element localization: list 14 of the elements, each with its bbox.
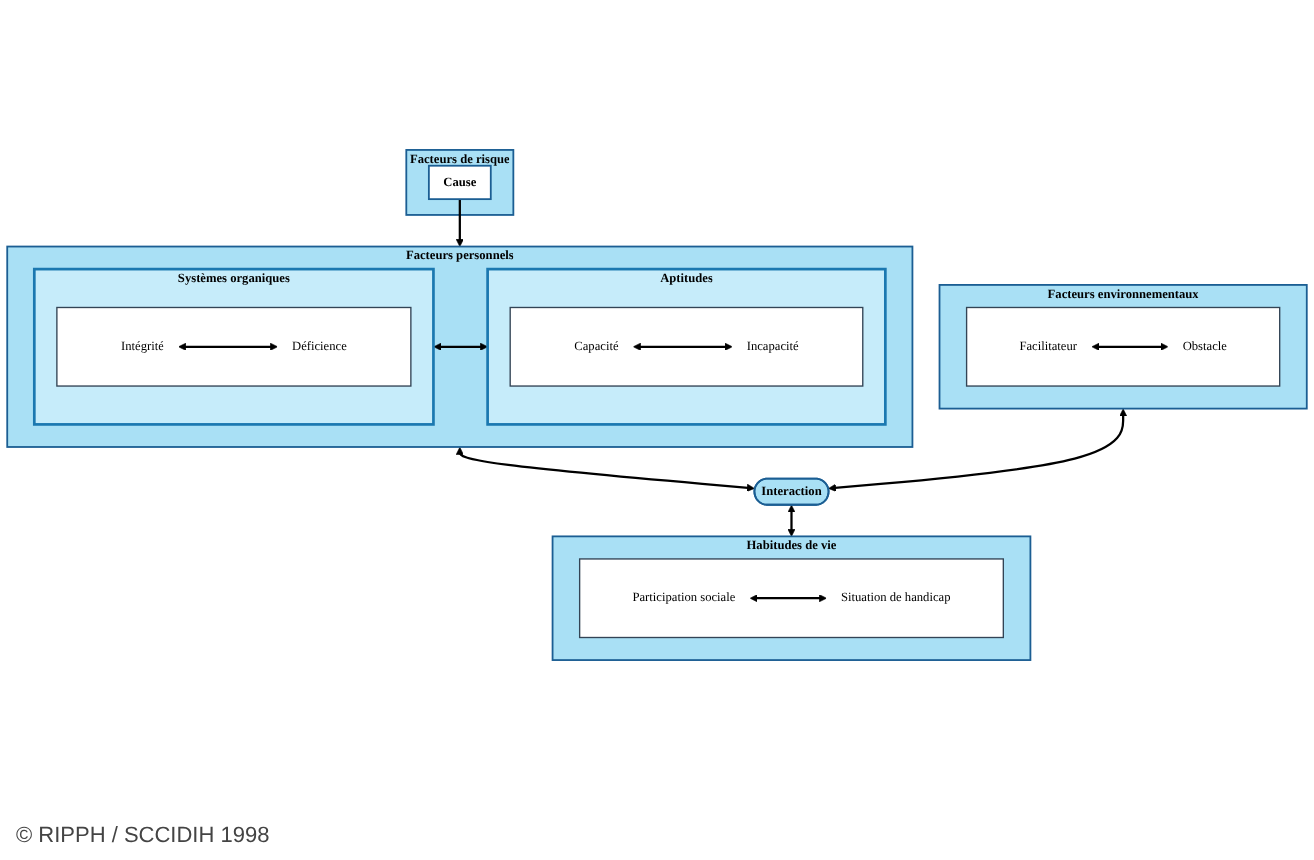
- arrow: [455, 447, 755, 492]
- arrow: [455, 199, 464, 247]
- arrow: [433, 342, 488, 351]
- arrow: [1091, 342, 1169, 351]
- cluster: [509, 306, 864, 387]
- cluster: [56, 306, 412, 387]
- cluster: [578, 558, 1004, 639]
- arrow: [787, 504, 796, 537]
- arrow: [178, 342, 278, 351]
- cluster: [965, 306, 1281, 387]
- arrow: [632, 342, 733, 351]
- arrow: [828, 408, 1128, 492]
- arrow: [749, 594, 827, 603]
- copyright-note: © RIPPH / SCCIDIH 1998: [16, 824, 270, 848]
